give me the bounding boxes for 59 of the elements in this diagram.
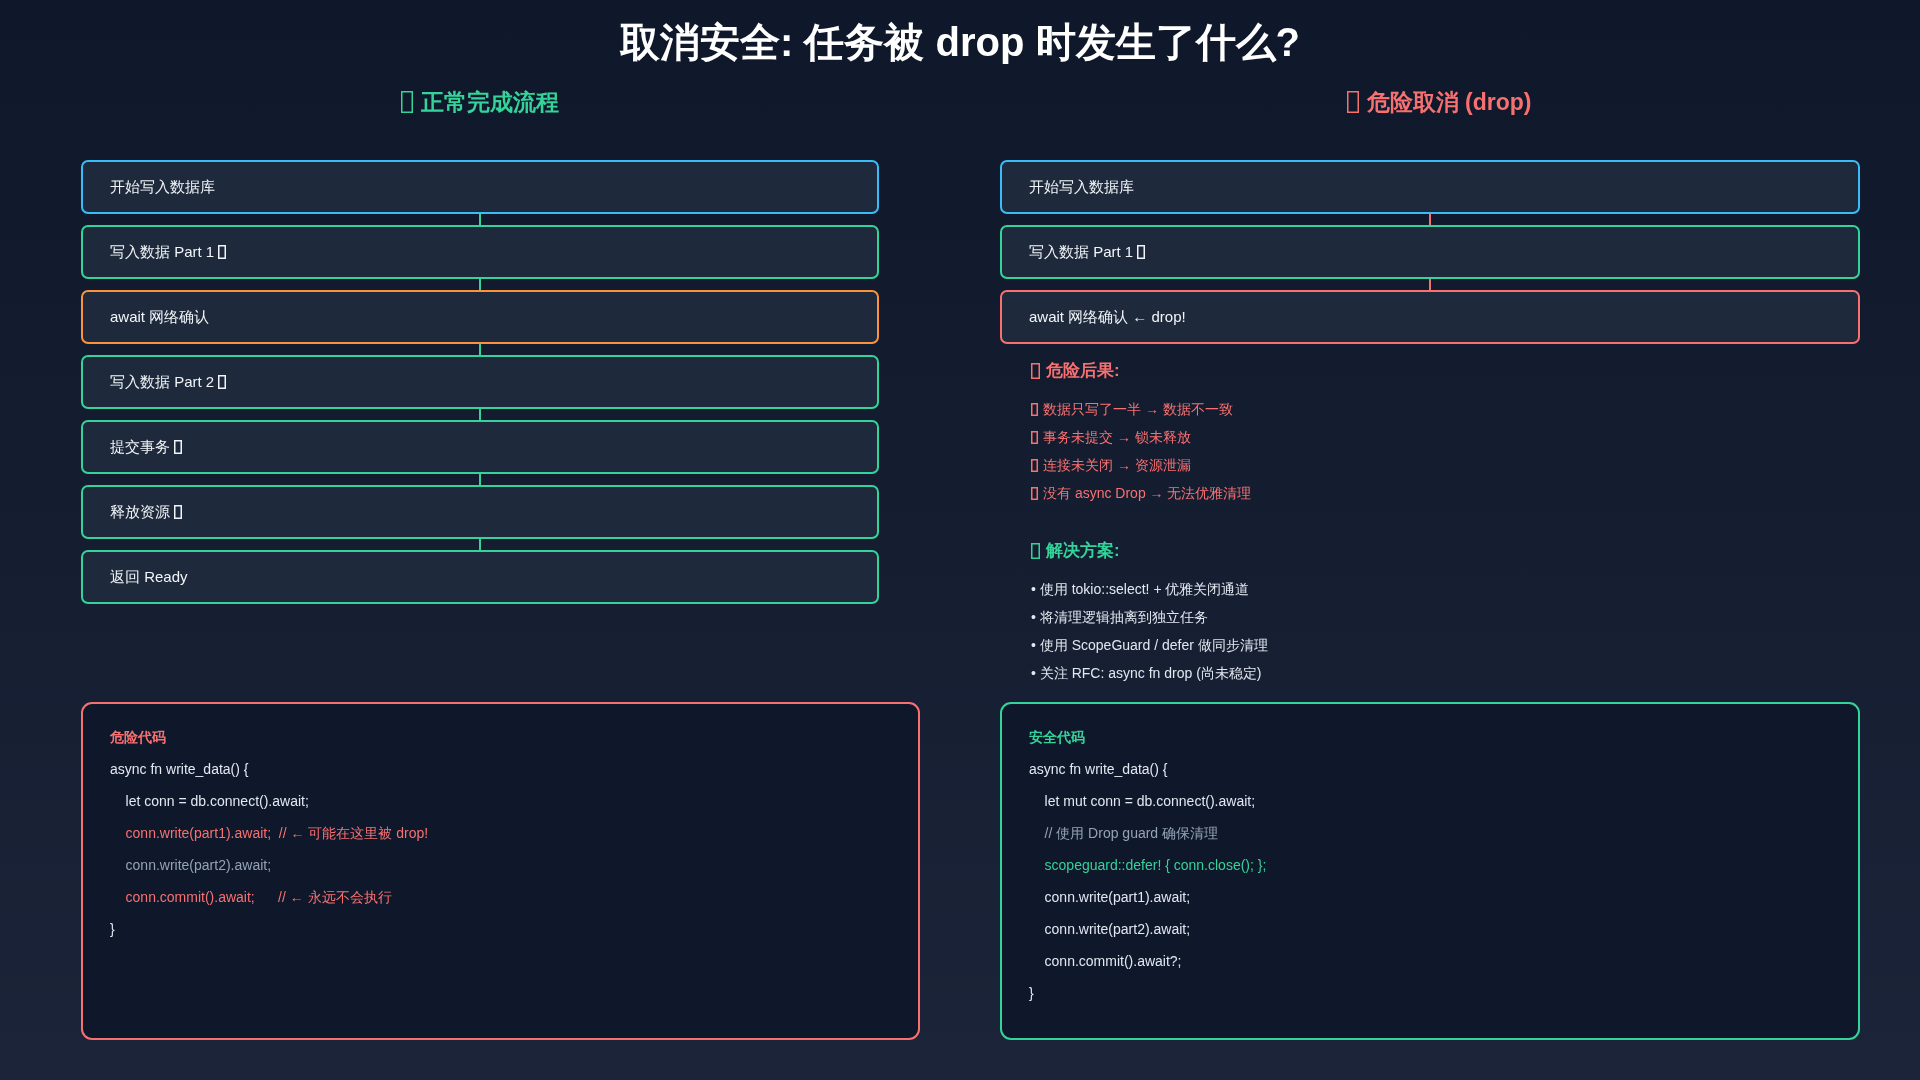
solution-item: • 使用 ScopeGuard / defer 做同步清理 [1031, 636, 1268, 655]
code-panel [1000, 702, 1860, 1040]
solution-item: • 使用 tokio::select! + 优雅关闭通道 [1031, 580, 1250, 599]
code-line: conn.commit().await; // ← 永远不会执行 [124, 888, 392, 907]
step-label: 写入数据 Part 1 [110, 242, 215, 262]
code-line: conn.write(part2).await; [1043, 920, 1191, 939]
step-label: 释放资源 [110, 502, 170, 522]
connector-line [479, 213, 481, 226]
process-step [81, 355, 879, 409]
step-label: await 网络确认 [110, 307, 210, 327]
code-panel [81, 702, 920, 1040]
connector-line [1429, 278, 1431, 291]
connector-line [479, 538, 481, 551]
panel-heading: 危险代码 [110, 728, 166, 747]
consequence-item: 没有 async Drop → 无法优雅清理 [1043, 484, 1252, 503]
step-label: 开始写入数据库 [110, 177, 215, 197]
step-label: await 网络确认 ← drop! [1029, 307, 1186, 327]
code-line: conn.commit().await?; [1043, 952, 1182, 971]
code-line: // 使用 Drop guard 确保清理 [1043, 824, 1219, 843]
process-step [81, 420, 879, 474]
step-label: 提交事务 [110, 437, 170, 457]
code-line: let mut conn = db.connect().await; [1043, 792, 1256, 811]
process-step [81, 225, 879, 279]
process-step [81, 290, 879, 344]
panel-heading: 安全代码 [1029, 728, 1085, 747]
connector-line [1429, 213, 1431, 226]
solution-item: • 关注 RFC: async fn drop (尚未稳定) [1031, 664, 1262, 683]
code-line: scopeguard::defer! { conn.close(); }; [1043, 856, 1267, 875]
process-step [81, 160, 879, 214]
code-line: conn.write(part2).await; [124, 856, 272, 875]
process-step [1000, 290, 1860, 344]
code-line: conn.write(part1).await; // ← 可能在这里被 drop! [124, 824, 429, 843]
connector-line [479, 343, 481, 356]
connector-line [479, 473, 481, 486]
connector-line [479, 278, 481, 291]
section-heading: 危险后果: [1046, 360, 1120, 382]
consequence-item: 数据只写了一半 → 数据不一致 [1043, 400, 1233, 419]
solution-item: • 将清理逻辑抽离到独立任务 [1031, 608, 1208, 627]
code-line: } [1029, 984, 1034, 1003]
section-heading: 解决方案: [1046, 540, 1120, 562]
step-label: 返回 Ready [110, 567, 188, 587]
code-line: async fn write_data() { [1029, 760, 1168, 779]
consequence-item: 事务未提交 → 锁未释放 [1043, 428, 1191, 447]
process-step [1000, 160, 1860, 214]
code-line: } [110, 920, 115, 939]
code-line: async fn write_data() { [110, 760, 249, 779]
connector-line [479, 408, 481, 421]
code-line: let conn = db.connect().await; [124, 792, 309, 811]
step-label: 开始写入数据库 [1029, 177, 1134, 197]
consequence-item: 连接未关闭 → 资源泄漏 [1043, 456, 1191, 475]
step-label: 写入数据 Part 1 [1029, 242, 1134, 262]
step-label: 写入数据 Part 2 [110, 372, 215, 392]
process-step [81, 485, 879, 539]
process-step [81, 550, 879, 604]
title: 取消安全: 任务被 drop 时发生了什么? [620, 19, 1300, 66]
code-line: conn.write(part1).await; [1043, 888, 1191, 907]
column-heading: 危险取消 (drop) [1366, 88, 1532, 117]
column-heading: 正常完成流程 [421, 88, 559, 117]
process-step [1000, 225, 1860, 279]
